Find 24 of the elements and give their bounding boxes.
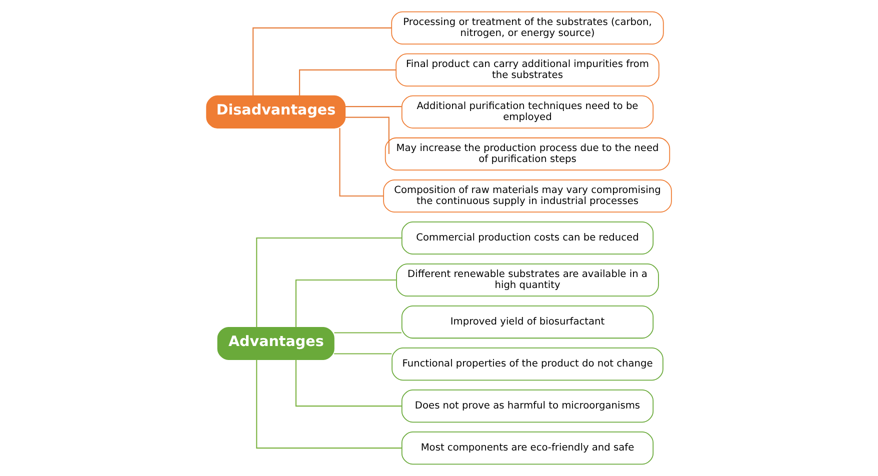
- node-box: Processing or treatment of the substrates (carbon, nitrogen, or energy source): [391, 11, 664, 44]
- connector: [252, 27, 392, 96]
- connector: [339, 128, 384, 197]
- node-box: Does not prove as harmful to microorganisms: [401, 390, 654, 423]
- node-box: Commercial production costs can be reduced: [401, 221, 654, 255]
- node-box: Disadvantages: [206, 95, 346, 128]
- node-box: Final product can carry additional impurities from the substrates: [396, 53, 660, 86]
- node-box: Improved yield of biosurfactant: [401, 306, 654, 339]
- connector: [256, 360, 402, 449]
- connector: [334, 332, 402, 334]
- connector: [334, 353, 392, 354]
- node-box: Functional properties of the product do not change: [392, 348, 664, 381]
- node-box: Advantages: [217, 326, 334, 360]
- node-box: Additional purification techniques need to be employed: [401, 95, 654, 128]
- node-box: Different renewable substrates are available in a high quantity: [396, 263, 659, 297]
- connector: [256, 237, 402, 328]
- connector: [345, 116, 390, 154]
- node-box: May increase the production process due to the need of purification steps: [384, 137, 670, 170]
- connector: [295, 360, 402, 407]
- connector: [345, 106, 402, 108]
- connector: [299, 69, 396, 96]
- node-box: Most components are eco-friendly and safe: [401, 432, 654, 465]
- node-box: Composition of raw materials may vary compromising the continuous supply in industrial processes: [383, 179, 672, 213]
- connector: [295, 279, 396, 328]
